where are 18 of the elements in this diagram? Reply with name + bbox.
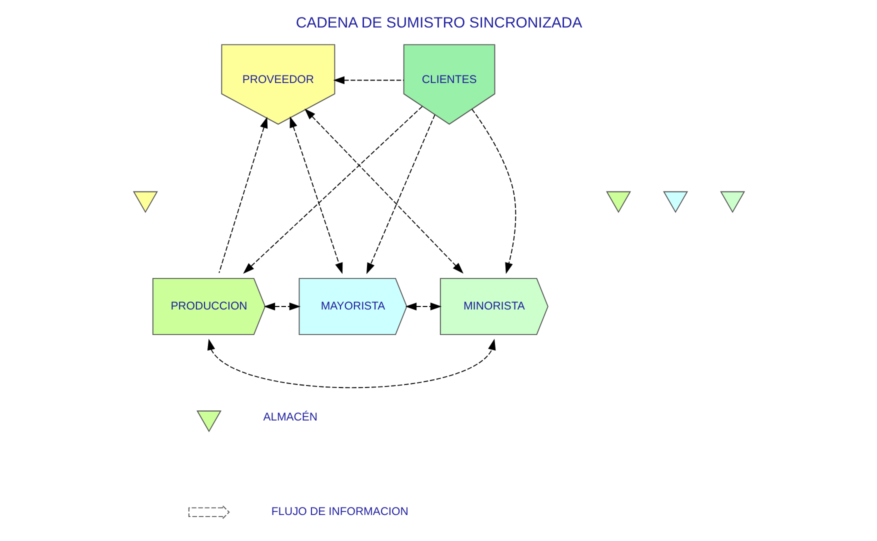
legend-label: FLUJO DE INFORMACION [270,506,408,518]
arrow [242,106,422,274]
legend-label: ALMACÉN [262,412,317,424]
arrow [206,338,496,388]
diagram-title: CADENA DE SUMISTRO SINCRONIZADA [295,14,582,32]
arrow [218,116,268,274]
arrow [366,114,435,274]
node-triangle [662,191,688,213]
arrow [404,302,442,310]
node-triangle [720,191,745,213]
arrow [304,108,463,274]
node-triangle [132,191,158,213]
node-triangle [196,410,221,432]
arrow [471,108,516,274]
arrow [289,116,342,274]
node-triangle [606,191,630,213]
arrow [263,302,300,310]
arrow [332,76,404,84]
